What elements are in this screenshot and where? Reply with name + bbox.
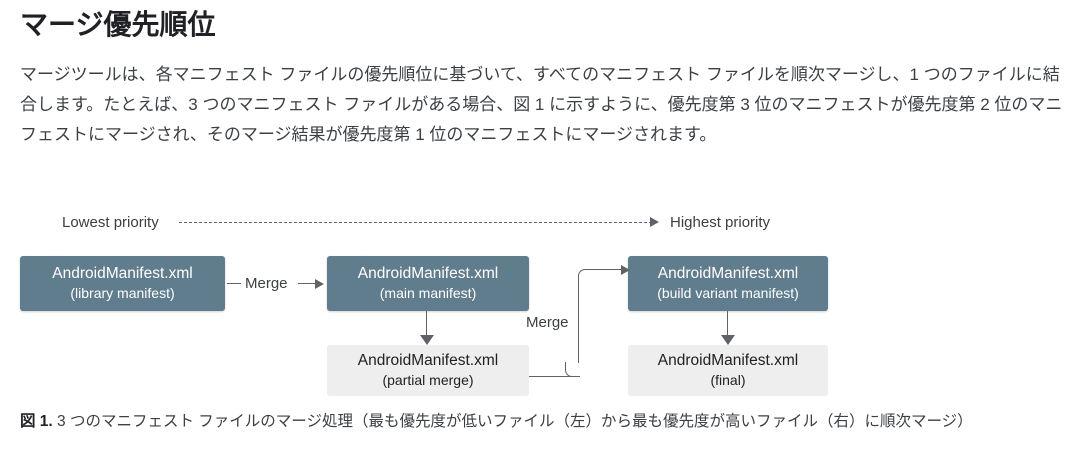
merge-priority-diagram: Lowest priority Highest priority Android…	[0, 200, 1086, 405]
priority-axis: Lowest priority Highest priority	[62, 212, 802, 234]
node-library-manifest-subtitle: (library manifest)	[70, 285, 175, 301]
node-partial-merge: AndroidManifest.xml (partial merge)	[327, 345, 529, 396]
arrow-right-icon	[315, 278, 324, 289]
figure-caption: 図 1. 3 つのマニフェスト ファイルのマージ処理（最も優先度が低いファイル（…	[20, 409, 1075, 435]
figure-caption-text: 3 つのマニフェスト ファイルのマージ処理（最も優先度が低いファイル（左）から最…	[52, 413, 973, 430]
connector-line-left	[227, 283, 241, 284]
node-main-manifest: AndroidManifest.xml (main manifest)	[327, 256, 529, 311]
connector-merge-label-1: Merge	[245, 275, 288, 292]
connector-line-vertical	[578, 282, 579, 363]
highest-priority-label: Highest priority	[670, 214, 771, 231]
intro-paragraph: マージツールは、各マニフェスト ファイルの優先順位に基づいて、すべてのマニフェス…	[20, 65, 1063, 144]
node-build-variant-manifest-subtitle: (build variant manifest)	[657, 285, 799, 301]
connector-library-to-main: Merge	[225, 272, 327, 296]
arrow-down-icon-main-to-partial	[420, 311, 434, 345]
connector-partial-to-build-variant: Merge	[526, 260, 634, 385]
lowest-priority-label: Lowest priority	[62, 214, 159, 231]
connector-corner-top	[578, 269, 593, 284]
arrow-stem	[727, 311, 728, 336]
node-build-variant-manifest-title: AndroidManifest.xml	[657, 265, 799, 282]
arrow-right-icon	[621, 264, 630, 275]
connector-line-right	[298, 283, 317, 284]
figure-caption-label: 図 1.	[20, 413, 53, 430]
arrow-down-icon-variant-to-final	[721, 311, 735, 345]
priority-arrow-right-icon	[650, 217, 659, 227]
arrow-stem	[426, 311, 427, 336]
node-main-manifest-subtitle: (main manifest)	[379, 285, 477, 301]
node-final-manifest-title: AndroidManifest.xml	[657, 352, 799, 369]
node-partial-merge-title: AndroidManifest.xml	[357, 352, 499, 369]
node-build-variant-manifest: AndroidManifest.xml (build variant manif…	[628, 256, 828, 311]
arrow-head	[420, 335, 434, 345]
node-final-manifest: AndroidManifest.xml (final)	[628, 345, 828, 396]
arrow-head	[721, 335, 735, 345]
node-partial-merge-subtitle: (partial merge)	[382, 372, 474, 388]
node-main-manifest-title: AndroidManifest.xml	[357, 265, 499, 282]
connector-line-top	[591, 269, 624, 270]
node-final-manifest-subtitle: (final)	[710, 372, 746, 388]
connector-corner-bottom	[565, 362, 580, 377]
node-library-manifest: AndroidManifest.xml (library manifest)	[20, 256, 225, 311]
priority-dashed-line-icon	[179, 222, 652, 223]
page-title: マージ優先順位	[20, 9, 216, 40]
connector-line-bottom	[529, 376, 571, 377]
connector-merge-label-2: Merge	[526, 314, 569, 331]
node-library-manifest-title: AndroidManifest.xml	[52, 265, 193, 282]
